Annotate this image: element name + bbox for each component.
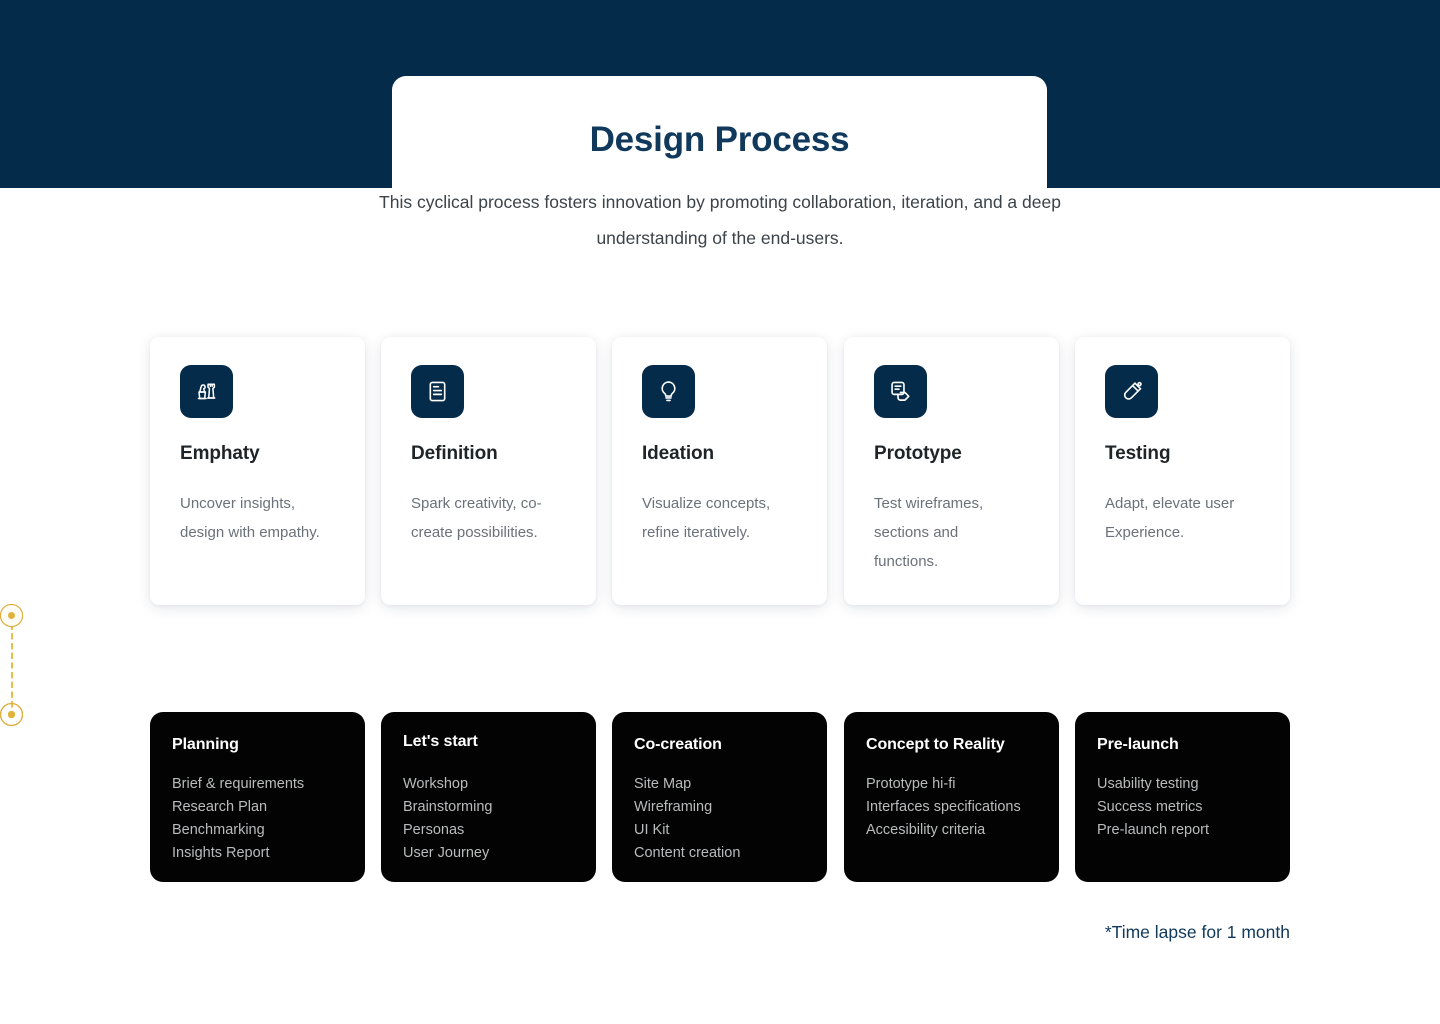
deliverable-title: Let's start [403,733,478,750]
phase-card-row: Emphaty Uncover insights, design with em… [150,337,1290,605]
list-item: Brief & requirements [172,776,305,792]
deliverable-card-planning[interactable]: Planning Brief & requirements Research P… [150,712,365,882]
deliverable-list: Workshop Brainstorming Personas User Jou… [403,773,492,865]
phase-card-definition[interactable]: Definition Spark creativity, co-create p… [381,337,596,605]
phase-title: Prototype [874,443,962,464]
list-item: Workshop [403,776,469,792]
list-item: Personas [403,822,465,838]
phase-card-emphaty[interactable]: Emphaty Uncover insights, design with em… [150,337,365,605]
connector-dashed-line [11,614,13,717]
phase-card-prototype[interactable]: Prototype Test wireframes, sections and … [844,337,1059,605]
deliverable-card-concept-to-reality[interactable]: Concept to Reality Prototype hi-fi Inter… [844,712,1059,882]
phase-description: Uncover insights, design with empathy. [180,495,320,541]
connector-dot-bottom [0,703,23,726]
deliverable-list: Usability testing Success metrics Pre-la… [1097,773,1209,842]
phase-description: Visualize concepts, refine iteratively. [642,495,771,541]
phase-description: Spark creativity, co-create possibilitie… [411,495,542,541]
list-item: Brainstorming [403,799,493,815]
deliverable-title: Planning [172,736,239,753]
list-item: Accesibility criteria [866,822,986,838]
header-card [392,76,1047,210]
phase-title: Definition [411,443,498,464]
deliverable-list: Prototype hi-fi Interfaces specification… [866,773,1021,842]
wireframe-layout-icon [874,365,927,418]
list-item: Usability testing [1097,776,1199,792]
footer-note: *Time lapse for 1 month [1104,922,1290,942]
connector-5 [0,604,24,726]
phase-card-ideation[interactable]: Ideation Visualize concepts, refine iter… [612,337,827,605]
list-item: Research Plan [172,799,268,815]
list-item: Site Map [634,776,692,792]
phase-description: Test wireframes, sections and functions. [874,495,984,570]
list-item: Content creation [634,845,741,861]
phase-title: Ideation [642,443,715,464]
deliverable-card-lets-start[interactable]: Let's start Workshop Brainstorming Perso… [381,712,596,882]
deliverable-title: Pre-launch [1097,736,1179,753]
list-item: Prototype hi-fi [866,776,956,792]
lightbulb-icon [642,365,695,418]
deliverable-list: Site Map Wireframing UI Kit Content crea… [634,773,740,865]
deliverable-title: Concept to Reality [866,736,1005,753]
phase-card-testing[interactable]: Testing Adapt, elevate user Experience. [1075,337,1290,605]
phase-title: Testing [1105,443,1171,464]
deliverable-card-co-creation[interactable]: Co-creation Site Map Wireframing UI Kit … [612,712,827,882]
list-item: Benchmarking [172,822,265,838]
connector-dot-top [0,604,23,627]
phase-description: Adapt, elevate user Experience. [1105,495,1235,541]
document-text-icon [411,365,464,418]
list-item: Pre-launch report [1097,822,1210,838]
deliverable-card-pre-launch[interactable]: Pre-launch Usability testing Success met… [1075,712,1290,882]
page-title: Design Process [589,120,850,159]
deliverable-list: Brief & requirements Research Plan Bench… [172,773,304,865]
list-item: UI Kit [634,822,670,838]
list-item: Wireframing [634,799,713,815]
list-item: Insights Report [172,845,270,861]
list-item: Interfaces specifications [866,799,1021,815]
deliverable-card-row: Planning Brief & requirements Research P… [150,712,1290,882]
list-item: Success metrics [1097,799,1203,815]
phase-title: Emphaty [180,443,260,464]
list-item: User Journey [403,845,490,861]
chess-pieces-icon [180,365,233,418]
deliverable-title: Co-creation [634,736,722,753]
page-subtitle: This cyclical process fosters innovation… [379,192,1061,248]
test-tube-icon [1105,365,1158,418]
